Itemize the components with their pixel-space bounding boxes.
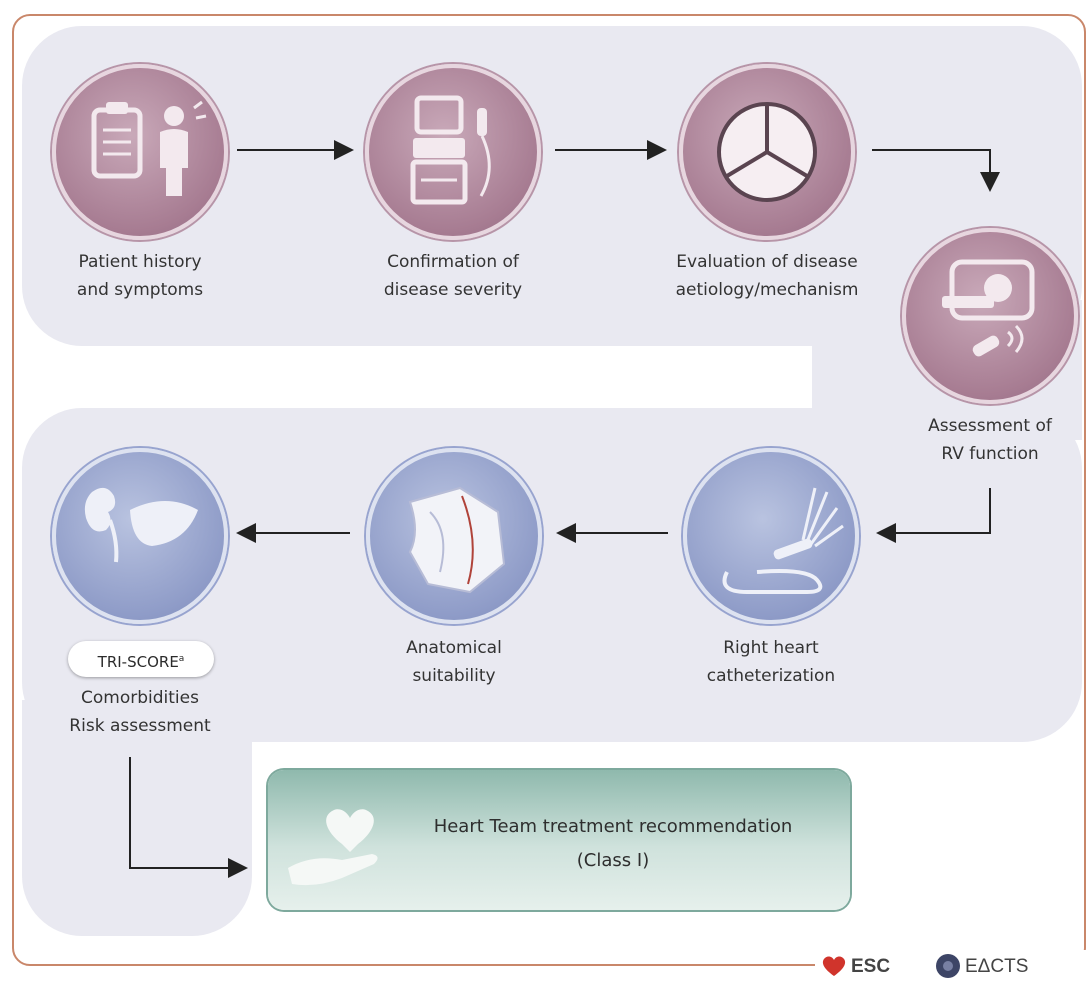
catheterization-line2: catheterization [706, 666, 836, 686]
eacts-logo-text: EΔCTS [965, 956, 1029, 977]
anatomy-line2: suitability [412, 666, 496, 686]
patient-history-label: Patient history and symptoms [40, 248, 240, 304]
rv-function-circle [902, 228, 1078, 404]
disease-aetiology-label: Evaluation of disease aetiology/mechanis… [652, 248, 882, 304]
comorbidities-text: Comorbidities [81, 688, 199, 708]
tricuspid-valve-icon [717, 102, 817, 202]
patient-history-line1: Patient history [78, 252, 202, 272]
risk-assessment-label: Comorbidities Risk assessment [40, 684, 240, 740]
ultrasound-machine-icon [410, 95, 491, 205]
disease-severity-label: Confirmation of disease severity [353, 248, 553, 304]
disease-severity-line1: Confirmation of [387, 252, 519, 272]
catheterization-circle [683, 448, 859, 624]
risk-assessment-text: Risk assessment [69, 716, 211, 736]
left-column-panel [22, 700, 252, 936]
heart-in-hand-icon [288, 809, 378, 886]
arrow-rv-to-cath [876, 488, 991, 543]
tri-score-text: TRI-SCORE [97, 653, 179, 671]
kidney-liver-icon [84, 487, 198, 563]
patient-history-line2: and symptoms [76, 280, 204, 300]
disease-aetiology-circle [679, 64, 855, 240]
rv-function-label: Assessment of RV function [890, 412, 1090, 468]
clipboard-patient-icon [91, 100, 207, 196]
recommendation-title: Heart Team treatment recommendation [433, 816, 793, 837]
esc-heart-logo-icon [822, 956, 846, 976]
arrow-aetiology-to-rv [872, 149, 1000, 192]
rv-function-line2: RV function [941, 444, 1039, 464]
esc-logo-text: ESC [851, 956, 891, 977]
catheterization-label: Right heart catheterization [666, 634, 876, 690]
disease-aetiology-line1: Evaluation of disease [676, 252, 858, 272]
patient-history-circle [52, 64, 228, 240]
heart-team-recommendation-box: Heart Team treatment recommendation (Cla… [268, 770, 850, 910]
rv-function-line1: Assessment of [928, 416, 1052, 436]
society-logos: ESC EΔCTS [815, 950, 1090, 982]
recommendation-class: (Class I) [576, 850, 650, 871]
mri-scanner-icon [942, 259, 1035, 357]
tri-score-footnote-marker: a [178, 654, 185, 664]
arrow-risk-to-recommendation [129, 757, 248, 878]
anatomy-line1: Anatomical [406, 638, 502, 658]
disease-severity-circle [365, 64, 541, 240]
catheterization-line1: Right heart [723, 638, 819, 658]
eacts-globe-logo-icon [936, 954, 960, 978]
heart-anatomy-icon [408, 486, 506, 594]
anatomy-label: Anatomical suitability [354, 634, 554, 690]
outer-frame [12, 14, 1086, 966]
anatomy-circle [366, 448, 542, 624]
risk-assessment-circle [52, 448, 228, 624]
catheter-icon [722, 487, 844, 594]
tri-score-badge: TRI-SCOREa [68, 641, 214, 677]
disease-aetiology-line2: aetiology/mechanism [675, 280, 859, 300]
disease-severity-line2: disease severity [383, 280, 523, 300]
